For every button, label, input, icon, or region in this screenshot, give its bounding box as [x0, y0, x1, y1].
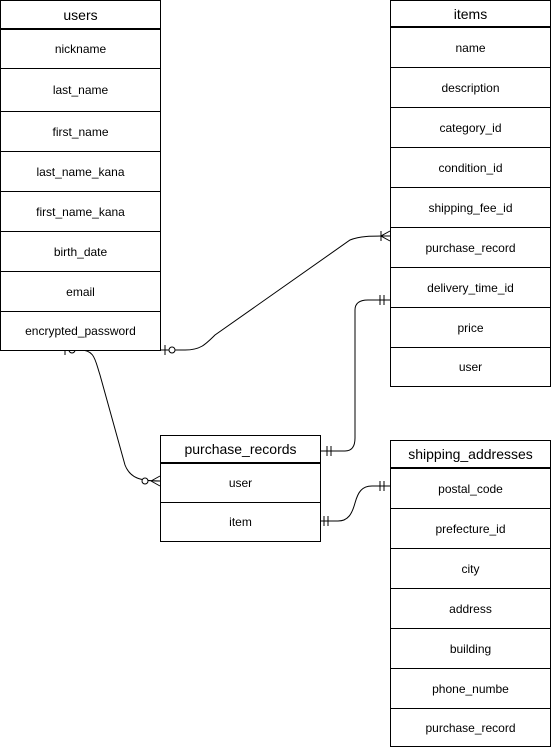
- field-phone-numbe: phone_numbe: [391, 668, 550, 708]
- field-shipping-fee-id: shipping_fee_id: [391, 187, 550, 227]
- field-address: address: [391, 588, 550, 628]
- entity-shipping-addresses[interactable]: shipping_addresses postal_code prefectur…: [390, 440, 551, 747]
- entity-title-purchase-records: purchase_records: [161, 436, 320, 463]
- relationship-users-items: [160, 230, 391, 355]
- field-item: item: [161, 502, 320, 541]
- relationship-users-purchase-records: [60, 345, 161, 487]
- entity-title-users: users: [1, 1, 160, 29]
- field-nickname: nickname: [1, 29, 160, 68]
- field-name: name: [391, 27, 550, 67]
- field-first-name: first_name: [1, 111, 160, 151]
- entity-purchase-records[interactable]: purchase_records user item: [160, 435, 321, 542]
- relationship-purchase-records-items: [320, 295, 390, 456]
- relationship-purchase-records-shipping-addresses: [320, 481, 390, 526]
- field-postal-code: postal_code: [391, 468, 550, 508]
- field-birth-date: birth_date: [1, 231, 160, 271]
- field-purchase-record: purchase_record: [391, 708, 550, 746]
- entity-items[interactable]: items name description category_id condi…: [390, 0, 551, 387]
- entity-title-shipping-addresses: shipping_addresses: [391, 441, 550, 468]
- field-encrypted-password: encrypted_password: [1, 311, 160, 350]
- field-user: user: [391, 347, 550, 386]
- field-prefecture-id: prefecture_id: [391, 508, 550, 548]
- field-price: price: [391, 307, 550, 347]
- field-category-id: category_id: [391, 107, 550, 147]
- entity-title-items: items: [391, 1, 550, 27]
- field-email: email: [1, 271, 160, 311]
- entity-users[interactable]: users nickname last_name first_name last…: [0, 0, 161, 351]
- field-first-name-kana: first_name_kana: [1, 191, 160, 231]
- field-last-name: last_name: [1, 68, 160, 111]
- field-building: building: [391, 628, 550, 668]
- field-last-name-kana: last_name_kana: [1, 151, 160, 191]
- field-user: user: [161, 463, 320, 502]
- field-condition-id: condition_id: [391, 147, 550, 187]
- field-purchase-record: purchase_record: [391, 227, 550, 267]
- field-description: description: [391, 67, 550, 107]
- field-delivery-time-id: delivery_time_id: [391, 267, 550, 307]
- field-city: city: [391, 548, 550, 588]
